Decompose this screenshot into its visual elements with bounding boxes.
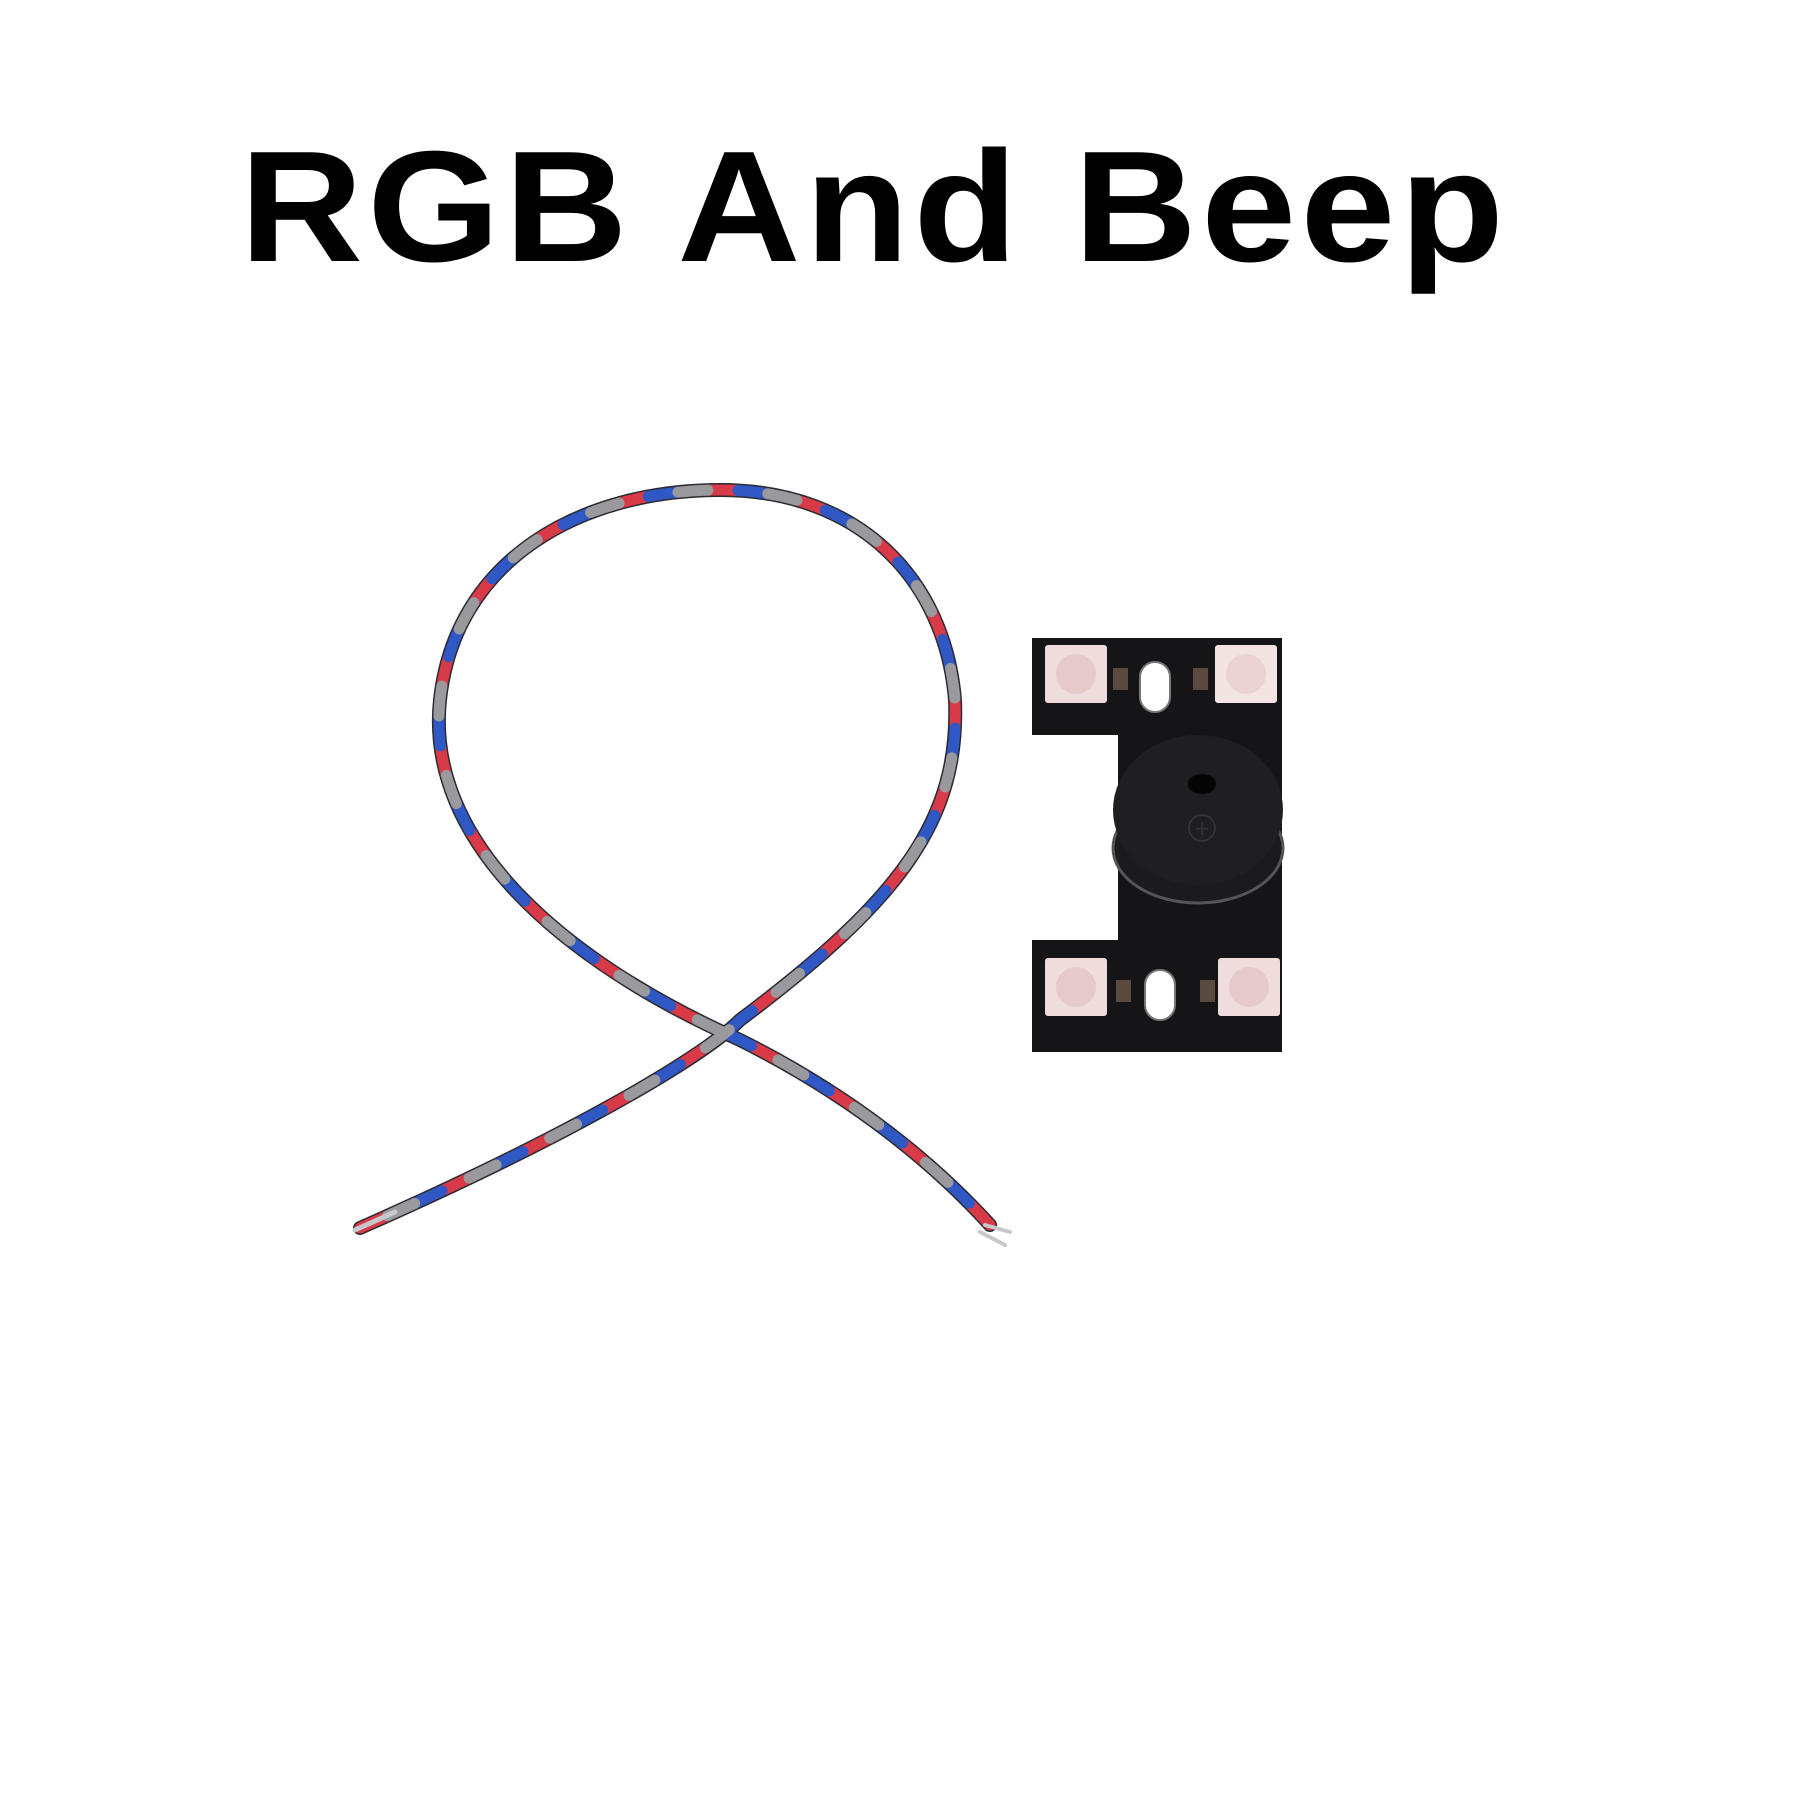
led-bottom-right — [1218, 958, 1280, 1016]
buzzer: + — [1111, 735, 1285, 905]
led-top-right — [1215, 645, 1277, 703]
twisted-wire-cable — [352, 482, 1012, 1247]
page-title: RGB And Beep — [239, 119, 1509, 295]
buzzer-plus-marking: + — [1194, 816, 1211, 840]
led-top-left — [1045, 645, 1107, 703]
led-buzzer-board: + — [1032, 638, 1285, 1052]
led-bottom-left — [1045, 958, 1107, 1016]
